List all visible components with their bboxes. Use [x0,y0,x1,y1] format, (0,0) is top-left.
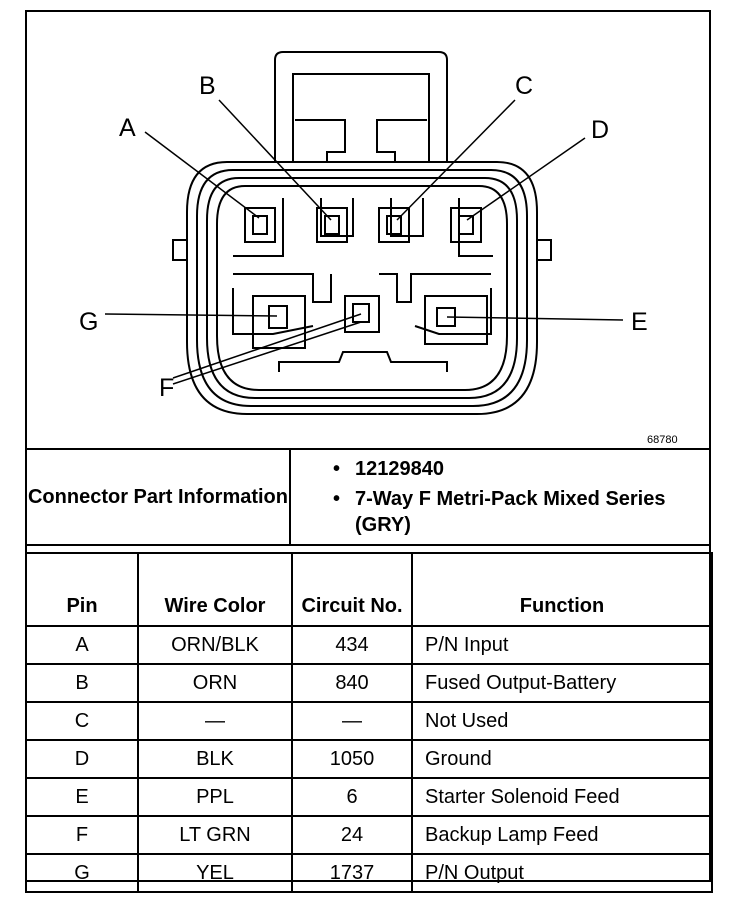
circuit-cell: 6 [291,777,413,817]
function-cell: Starter Solenoid Feed [411,777,713,817]
table-row: C — — Not Used [25,701,713,741]
figure-number: 68780 [647,434,678,446]
function-cell: Backup Lamp Feed [411,815,713,855]
pin-cell: G [25,853,139,893]
table-row: G YEL 1737 P/N Output [25,853,713,893]
connector-part-info-label: Connector Part Information [25,448,291,546]
table-row: A ORN/BLK 434 P/N Input [25,625,713,665]
pin-table-body: A ORN/BLK 434 P/N Input B ORN 840 Fused … [25,625,713,893]
wire-color-cell: PPL [137,777,293,817]
function-cell: Ground [411,739,713,779]
leader-line-e [446,316,624,321]
circuit-cell: 840 [291,663,413,703]
connector-part-info-values: 12129840 7-Way F Metri-Pack Mixed Series… [289,448,711,546]
function-cell: P/N Input [411,625,713,665]
table-row: B ORN 840 Fused Output-Battery [25,663,713,703]
cavity-b [316,207,348,243]
header-function: Function [411,552,713,627]
table-row: E PPL 6 Starter Solenoid Feed [25,777,713,817]
connector-housing-outer [186,161,538,415]
pin-label-a: A [119,114,136,142]
circuit-cell: 24 [291,815,413,855]
cavity-f [344,295,380,333]
pin-cell: E [25,777,139,817]
pin-cell: D [25,739,139,779]
function-cell: Fused Output-Battery [411,663,713,703]
connector-latch [274,51,448,162]
circuit-cell: — [291,701,413,741]
wire-color-cell: ORN [137,663,293,703]
header-wire-color: Wire Color [137,552,293,627]
leader-line-b [218,99,332,221]
pin-table: Pin Wire Color Circuit No. Function A OR… [25,552,713,893]
function-cell: Not Used [411,701,713,741]
pin-label-e: E [631,308,648,336]
pin-cell: B [25,663,139,703]
connector-face-drawing: A B C D E F G 68780 [79,51,678,446]
pin-label-f: F [159,374,174,402]
pin-label-d: D [591,116,609,144]
wire-color-cell: ORN/BLK [137,625,293,665]
cavity-d [450,207,482,243]
pin-cell: F [25,815,139,855]
connector-diagram: A B C D E F G 68780 [27,12,709,450]
wire-color-cell: YEL [137,853,293,893]
function-cell: P/N Output [411,853,713,893]
header-pin: Pin [25,552,139,627]
table-row: D BLK 1050 Ground [25,739,713,779]
pin-cell: A [25,625,139,665]
pin-cell: C [25,701,139,741]
leader-line-a [144,131,260,219]
connector-sheet: A B C D E F G 68780 Connector Part Infor… [25,10,713,893]
pin-table-header: Pin Wire Color Circuit No. Function [25,552,713,627]
cavity-c [378,207,410,243]
leader-line-g [104,313,278,317]
pin-label-c: C [515,72,533,100]
leader-line-f [172,313,362,379]
pin-label-g: G [79,308,98,336]
wire-color-cell: BLK [137,739,293,779]
leader-line-c [396,99,516,221]
part-number: 12129840 [333,456,709,482]
cavity-a [244,207,276,243]
wire-color-cell: LT GRN [137,815,293,855]
leader-line-d [466,137,586,221]
wire-color-cell: — [137,701,293,741]
pin-label-b: B [199,72,216,100]
header-circuit-no: Circuit No. [291,552,413,627]
circuit-cell: 1050 [291,739,413,779]
connector-type: 7-Way F Metri-Pack Mixed Series (GRY) [333,486,709,538]
cavity-e [424,295,488,345]
cavity-g [252,295,306,349]
connector-part-info: Connector Part Information 12129840 7-Wa… [25,448,711,546]
circuit-cell: 434 [291,625,413,665]
table-row: F LT GRN 24 Backup Lamp Feed [25,815,713,855]
circuit-cell: 1737 [291,853,413,893]
